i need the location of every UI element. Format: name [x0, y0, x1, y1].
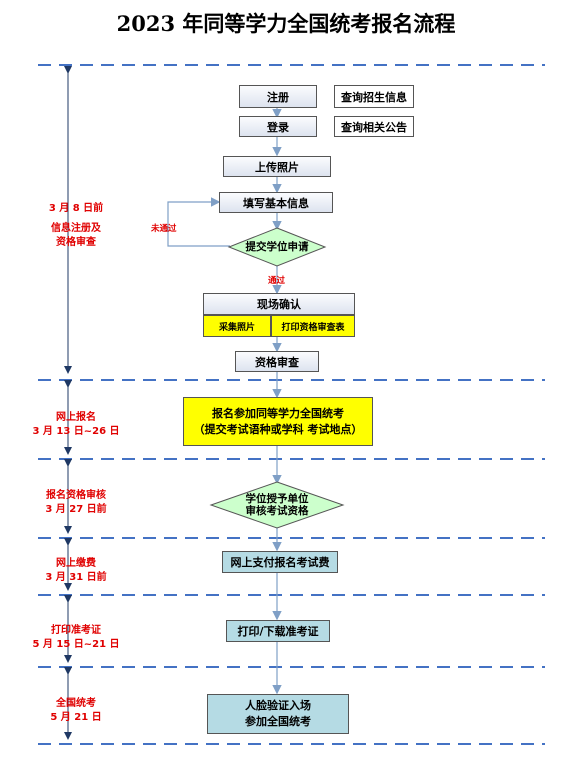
onsite-confirm-box: 现场确认: [203, 293, 355, 315]
stage-label: 3 月 8 日前 信息注册及 资格审查: [26, 202, 126, 250]
submit-degree-diamond: [227, 227, 327, 267]
login-box: 登录: [239, 116, 317, 137]
face-verify-box: 人脸验证入场 参加全国统考: [207, 694, 349, 734]
flow-arrows: [167, 108, 282, 695]
stage-label-line: 资格审查: [56, 237, 96, 248]
stage-separators: [38, 64, 545, 745]
stage-label-line: 3 月 8 日前: [48, 203, 104, 214]
degree-unit-label: 学位授予单位 审核考试资格: [245, 493, 309, 517]
degree-unit-diamond: [209, 481, 345, 529]
passed-label: 通过: [268, 276, 286, 286]
query-notice-box: 查询相关公告: [334, 116, 414, 137]
online-pay-box: 网上支付报名考试费: [222, 551, 338, 573]
upload-photo-box: 上传照片: [223, 156, 331, 177]
submit-degree-label: 提交学位申请: [245, 241, 309, 253]
stage-label-line: 信息注册及: [51, 223, 101, 234]
print-review-box: 打印资格审查表: [271, 315, 355, 337]
print-ticket-box: 打印/下载准考证: [226, 620, 330, 642]
fill-info-box: 填写基本信息: [219, 192, 333, 213]
register-box: 注册: [239, 85, 317, 108]
qualification-review-box: 资格审查: [235, 351, 319, 372]
apply-exam-line1: 报名参加同等学力全国统考: [212, 406, 344, 420]
not-passed-label: 未通过: [151, 224, 177, 234]
query-admission-box: 查询招生信息: [334, 85, 414, 108]
page-title: 2023 年同等学力全国统考报名流程: [116, 11, 456, 36]
apply-exam-line2: （提交考试语种或学科 考试地点）: [193, 422, 363, 436]
apply-exam-box: 报名参加同等学力全国统考 （提交考试语种或学科 考试地点）: [183, 397, 373, 446]
collect-photo-box: 采集照片: [203, 315, 271, 337]
